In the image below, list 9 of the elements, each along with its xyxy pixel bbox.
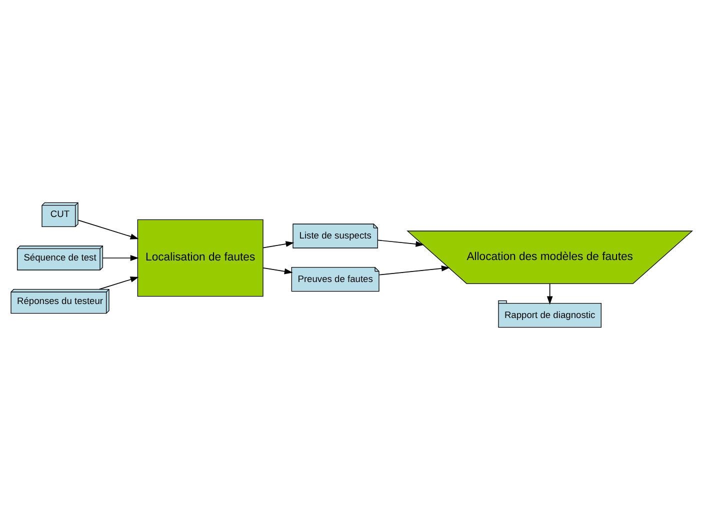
arrow	[98, 276, 139, 290]
arrow	[102, 255, 139, 261]
arrow	[262, 241, 294, 248]
arrow	[377, 240, 424, 247]
arrow	[546, 283, 553, 305]
node-box: Localisation de fautes	[137, 219, 264, 297]
arrow	[378, 266, 450, 276]
arrow	[78, 220, 139, 240]
arrow	[262, 267, 293, 274]
